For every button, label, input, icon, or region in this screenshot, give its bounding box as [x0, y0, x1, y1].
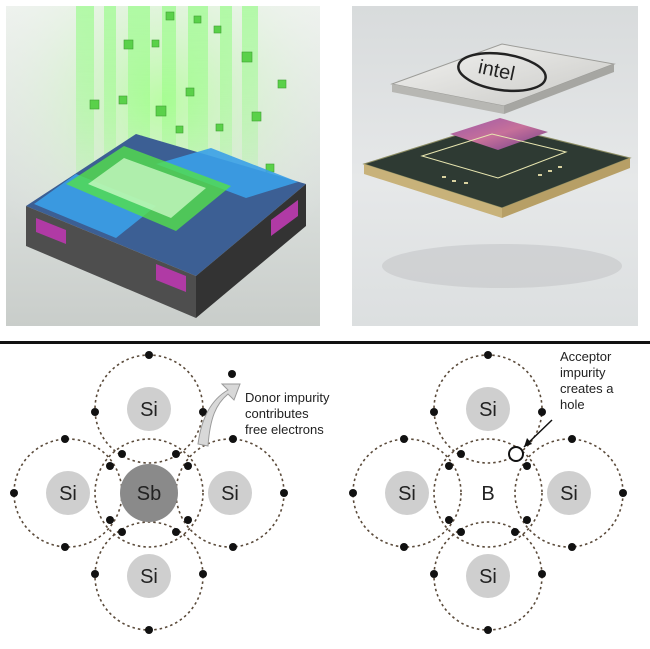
acceptor-lattice: Si Si Si Si B	[349, 351, 627, 634]
acceptor-si-right-label: Si	[560, 483, 578, 505]
si-atom-bottom	[127, 554, 171, 598]
si-atom-bottom	[466, 554, 510, 598]
acceptor-note-line: hole	[560, 397, 585, 412]
section-divider	[0, 341, 650, 344]
orbit-center	[94, 438, 204, 548]
orbit-center	[433, 438, 543, 548]
donor-arrow-icon	[197, 383, 241, 447]
si-atom-right	[208, 471, 252, 515]
acceptor-note-line: Acceptor	[560, 349, 612, 364]
acceptor-si-bottom-label: Si	[479, 566, 497, 588]
donor-note-line: contributes	[245, 406, 309, 421]
acceptor-note-line: creates a	[560, 381, 614, 396]
free-electron	[228, 370, 236, 378]
sb-atom	[120, 464, 178, 522]
acceptor-note: Acceptor impurity creates a hole	[560, 349, 613, 413]
si-atom-top	[466, 387, 510, 431]
donor-si-left-label: Si	[59, 483, 77, 505]
acceptor-si-left-label: Si	[398, 483, 416, 505]
donor-si-right-label: Si	[221, 483, 239, 505]
si-atom-left	[46, 471, 90, 515]
donor-note-line: Donor impurity	[245, 390, 330, 405]
acceptor-note-line: impurity	[560, 365, 606, 380]
si-atom-left	[385, 471, 429, 515]
si-atom-top	[127, 387, 171, 431]
donor-si-bottom-label: Si	[140, 566, 158, 588]
donor-note: Donor impurity contributes free electron…	[245, 390, 330, 438]
acceptor-center-label: B	[481, 483, 494, 505]
donor-lattice: Si Si Si Si Sb	[10, 351, 288, 634]
doping-diagram: Si Si Si Si Sb	[10, 351, 627, 634]
donor-note-line: free electrons	[245, 422, 324, 437]
transistor-graphic	[6, 6, 320, 326]
si-atom-right	[547, 471, 591, 515]
donor-center-label: Sb	[137, 483, 161, 505]
transistor-illustration	[6, 6, 320, 326]
processor-package-illustration: intel	[352, 6, 638, 326]
hole-marker	[508, 446, 524, 462]
cpu-graphic: intel	[362, 43, 632, 288]
donor-si-top-label: Si	[140, 399, 158, 421]
acceptor-si-top-label: Si	[479, 399, 497, 421]
